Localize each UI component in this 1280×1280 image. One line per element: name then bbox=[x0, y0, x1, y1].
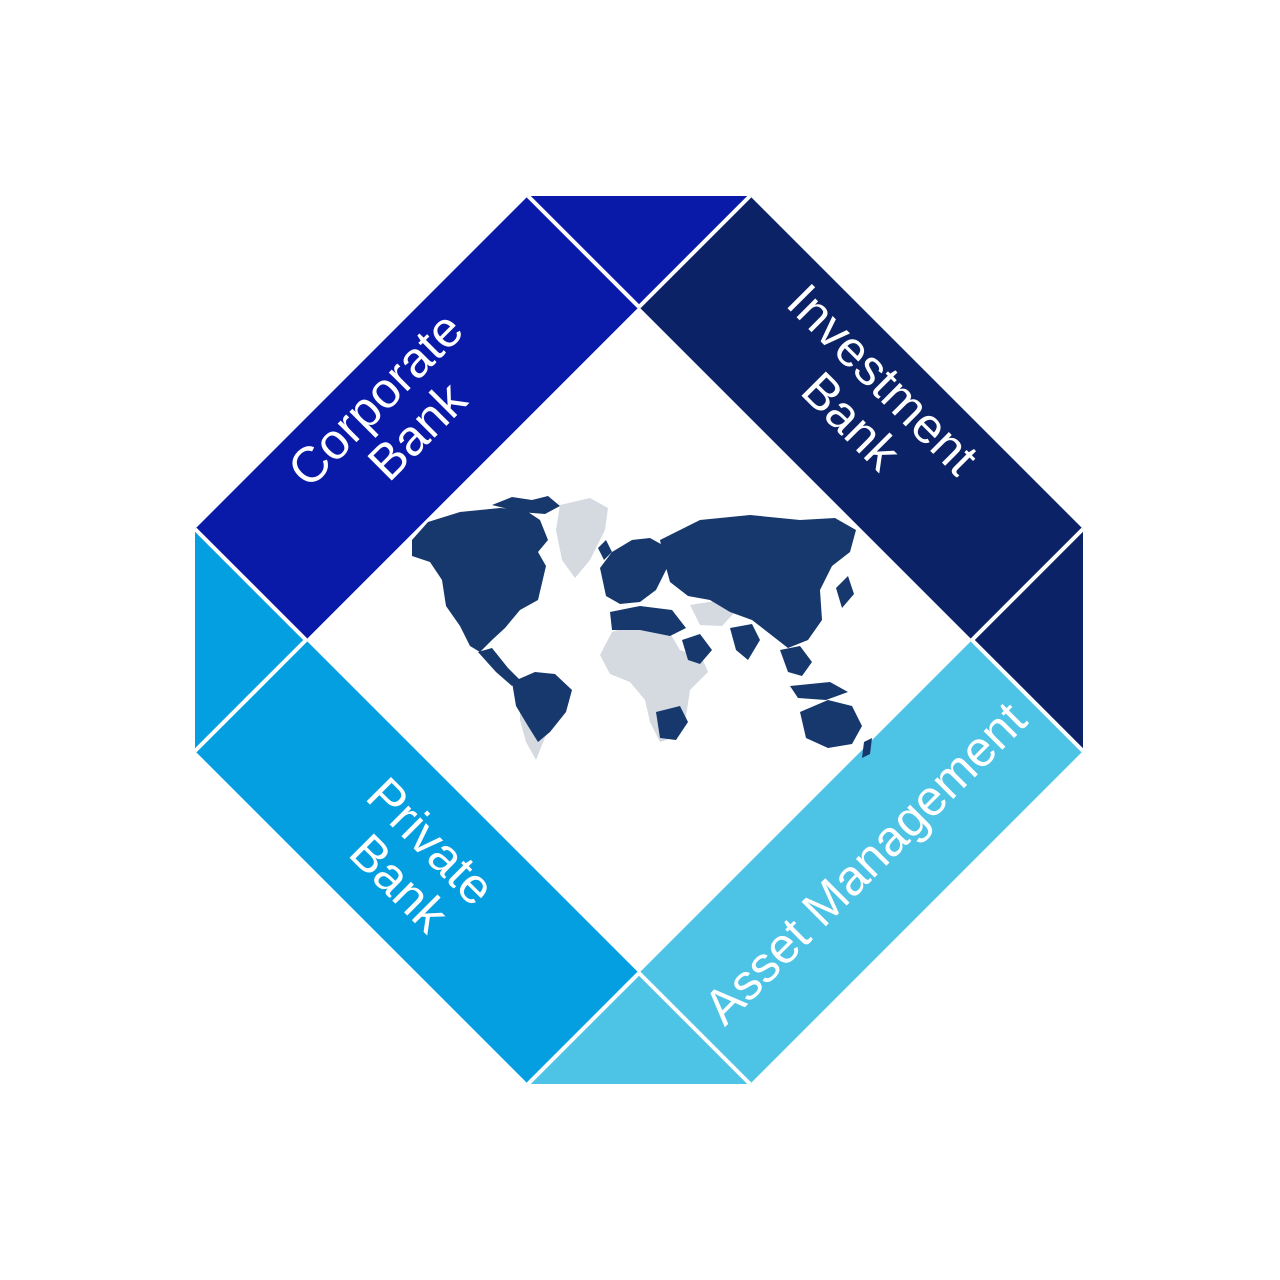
segment-asset-band bbox=[639, 640, 1083, 1084]
segment-private-cap bbox=[195, 529, 306, 751]
world-map-dark-regions bbox=[412, 496, 872, 758]
segment-investment bbox=[639, 196, 1083, 751]
segment-corporate-cap bbox=[528, 196, 750, 307]
segment-asset bbox=[528, 640, 1083, 1084]
north-america-shape bbox=[412, 508, 548, 652]
central-america-shape bbox=[478, 648, 520, 686]
arctic-islands-shape bbox=[492, 496, 560, 514]
segment-investment-band bbox=[639, 196, 1083, 640]
uk-shape bbox=[598, 540, 612, 560]
separator-lines bbox=[193, 194, 1085, 1086]
russia-asia-shape bbox=[660, 515, 856, 648]
north-africa-shape bbox=[610, 606, 686, 636]
southeast-asia-shape bbox=[780, 646, 812, 676]
europe-shape bbox=[600, 538, 668, 604]
new-zealand-shape bbox=[862, 738, 872, 758]
indonesia-shape bbox=[790, 682, 848, 700]
separator-line bbox=[970, 527, 1085, 642]
separator-line bbox=[637, 194, 752, 309]
world-map bbox=[412, 496, 872, 760]
segment-asset-cap bbox=[528, 973, 750, 1084]
separator-line bbox=[970, 638, 1085, 753]
separator-line bbox=[193, 527, 308, 642]
separator-line bbox=[193, 638, 308, 753]
segment-corporate-band bbox=[195, 196, 639, 640]
segment-private bbox=[195, 529, 639, 1084]
segment-private-band bbox=[195, 640, 639, 1084]
separator-line bbox=[526, 194, 641, 309]
segment-corporate bbox=[195, 196, 750, 640]
south-africa-shape bbox=[656, 706, 688, 740]
india-shape bbox=[730, 624, 760, 660]
australia-shape bbox=[800, 700, 862, 748]
south-america-shape bbox=[512, 672, 572, 742]
japan-shape bbox=[836, 576, 854, 608]
east-africa-shape bbox=[682, 634, 712, 664]
separator-line bbox=[526, 971, 641, 1086]
segment-investment-cap bbox=[972, 529, 1083, 751]
separator-line bbox=[637, 971, 752, 1086]
greenland-shape bbox=[556, 498, 608, 578]
